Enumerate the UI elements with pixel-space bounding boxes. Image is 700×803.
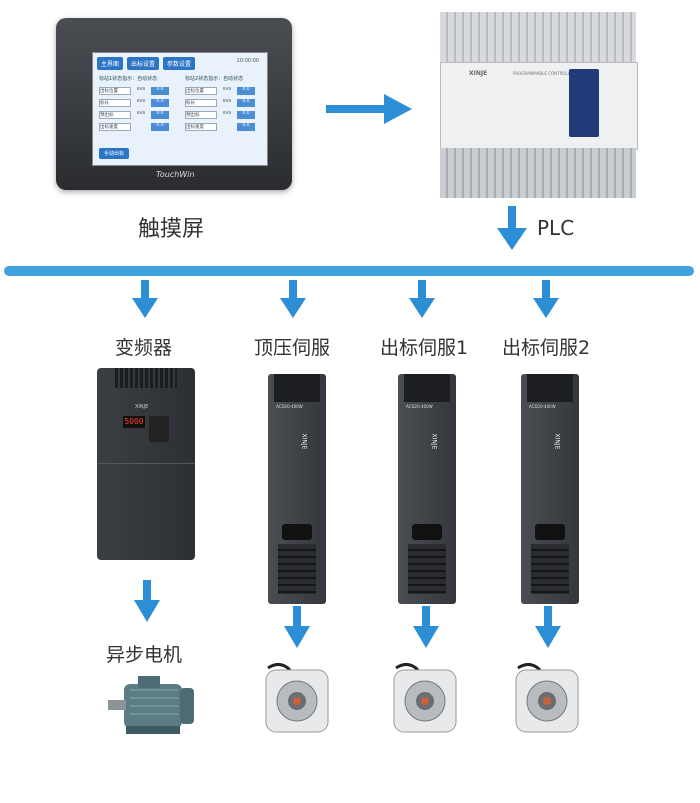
arrow-down-icon — [413, 606, 439, 648]
servo-model: ACD20-400W — [406, 404, 433, 409]
row-value: 0.0 — [151, 111, 169, 119]
servo-connector — [282, 524, 312, 540]
communication-bus — [4, 266, 694, 276]
row-unit: mm — [219, 99, 235, 107]
row-name: 预出标 — [185, 111, 217, 119]
plc-subtitle: PROGRAMMABLE CONTROLLER — [513, 71, 575, 76]
row-value: 0.0 — [151, 99, 169, 107]
arrow-down-icon — [533, 280, 559, 318]
plc-controller: XINJE PROGRAMMABLE CONTROLLER — [440, 12, 636, 198]
row-value: 0.0 — [237, 99, 255, 107]
arrow-down-icon — [280, 280, 306, 318]
servo-motor-icon — [260, 660, 334, 734]
row-name: 出标速度 — [99, 123, 131, 131]
servo-motor-icon — [510, 660, 584, 734]
plc-bottom-terminals — [440, 148, 636, 198]
vfd-display: 5000 — [123, 416, 145, 428]
servo-label-2: 出标伺服1 — [380, 333, 468, 360]
hmi-tabs: 主界面 出标设置 参数设置 — [97, 57, 195, 70]
row-value: 0.0 — [237, 111, 255, 119]
servo-brand: XINJE — [300, 434, 307, 450]
hmi-tab-label-settings: 出标设置 — [127, 57, 159, 70]
servo-connector — [412, 524, 442, 540]
hmi-status-left: 标站1状态指示：自动状态 — [99, 75, 157, 82]
hmi-row: 出标速度 0.0 — [99, 123, 173, 131]
row-unit: mm — [219, 111, 235, 119]
vfd-keypad — [149, 416, 169, 442]
arrow-down-icon — [284, 606, 310, 648]
async-motor-label: 异步电机 — [106, 640, 182, 667]
row-name: 标长 — [99, 99, 131, 107]
servo-label-3: 出标伺服2 — [502, 333, 590, 360]
async-motor-icon — [104, 670, 200, 740]
plc-status-panel — [569, 69, 599, 137]
servo-top — [274, 374, 320, 402]
row-value: 0.0 — [151, 87, 169, 95]
plc-label: PLC — [537, 216, 574, 240]
servo-brand: XINJE — [553, 434, 560, 450]
hmi-tab-param-settings: 参数设置 — [163, 57, 195, 70]
servo-drive: ACD20-400W XINJE — [268, 374, 326, 604]
servo-drive: ACD20-400W XINJE — [521, 374, 579, 604]
row-name: 出标速度 — [185, 123, 217, 131]
arrow-down-icon — [497, 206, 527, 250]
plc-brand: XINJE — [469, 70, 487, 77]
hmi-label: 触摸屏 — [138, 211, 204, 243]
row-unit: mm — [133, 87, 149, 95]
hmi-time: 10:00:00 — [237, 58, 259, 64]
vfd-divider — [97, 463, 195, 464]
arrow-down-icon — [535, 606, 561, 648]
hmi-row: 出标速度 0.0 — [185, 123, 259, 131]
hmi-touchscreen: 主界面 出标设置 参数设置 10:00:00 标站1状态指示：自动状态 标站2状… — [56, 18, 292, 190]
servo-model: ACD20-400W — [276, 404, 303, 409]
row-unit — [133, 123, 149, 131]
servo-top — [527, 374, 573, 402]
hmi-brand-logo: TouchWin — [156, 170, 195, 179]
row-name: 出标位置 — [185, 87, 217, 95]
servo-brand: XINJE — [430, 434, 437, 450]
vfd-label: 变频器 — [115, 333, 172, 360]
vfd-vent — [115, 368, 177, 388]
arrow-down-icon — [134, 580, 160, 622]
hmi-status-right: 标站2状态指示：自动状态 — [185, 75, 243, 82]
servo-terminal-block — [408, 544, 446, 594]
vfd-brand: XINJE — [135, 404, 148, 410]
row-unit: mm — [133, 111, 149, 119]
row-value: 0.0 — [151, 123, 169, 131]
servo-top — [404, 374, 450, 402]
row-name: 预出标 — [99, 111, 131, 119]
hmi-manual-button: 手动出标 — [99, 148, 129, 159]
plc-body: XINJE PROGRAMMABLE CONTROLLER — [440, 62, 638, 150]
row-unit: mm — [219, 87, 235, 95]
row-unit — [219, 123, 235, 131]
arrow-right-icon — [326, 94, 412, 124]
servo-motor-icon — [388, 660, 462, 734]
servo-drive: ACD20-400W XINJE — [398, 374, 456, 604]
row-name: 出标位置 — [99, 87, 131, 95]
hmi-tab-main: 主界面 — [97, 57, 123, 70]
frequency-inverter: XINJE 5000 — [97, 368, 195, 560]
servo-label-1: 顶压伺服 — [254, 333, 330, 360]
row-unit: mm — [133, 99, 149, 107]
servo-terminal-block — [531, 544, 569, 594]
servo-model: ACD20-400W — [529, 404, 556, 409]
plc-top-terminals — [440, 12, 636, 64]
row-name: 标长 — [185, 99, 217, 107]
hmi-screen: 主界面 出标设置 参数设置 10:00:00 标站1状态指示：自动状态 标站2状… — [92, 52, 268, 166]
arrow-down-icon — [409, 280, 435, 318]
servo-connector — [535, 524, 565, 540]
servo-terminal-block — [278, 544, 316, 594]
row-value: 0.0 — [237, 87, 255, 95]
arrow-down-icon — [132, 280, 158, 318]
row-value: 0.0 — [237, 123, 255, 131]
